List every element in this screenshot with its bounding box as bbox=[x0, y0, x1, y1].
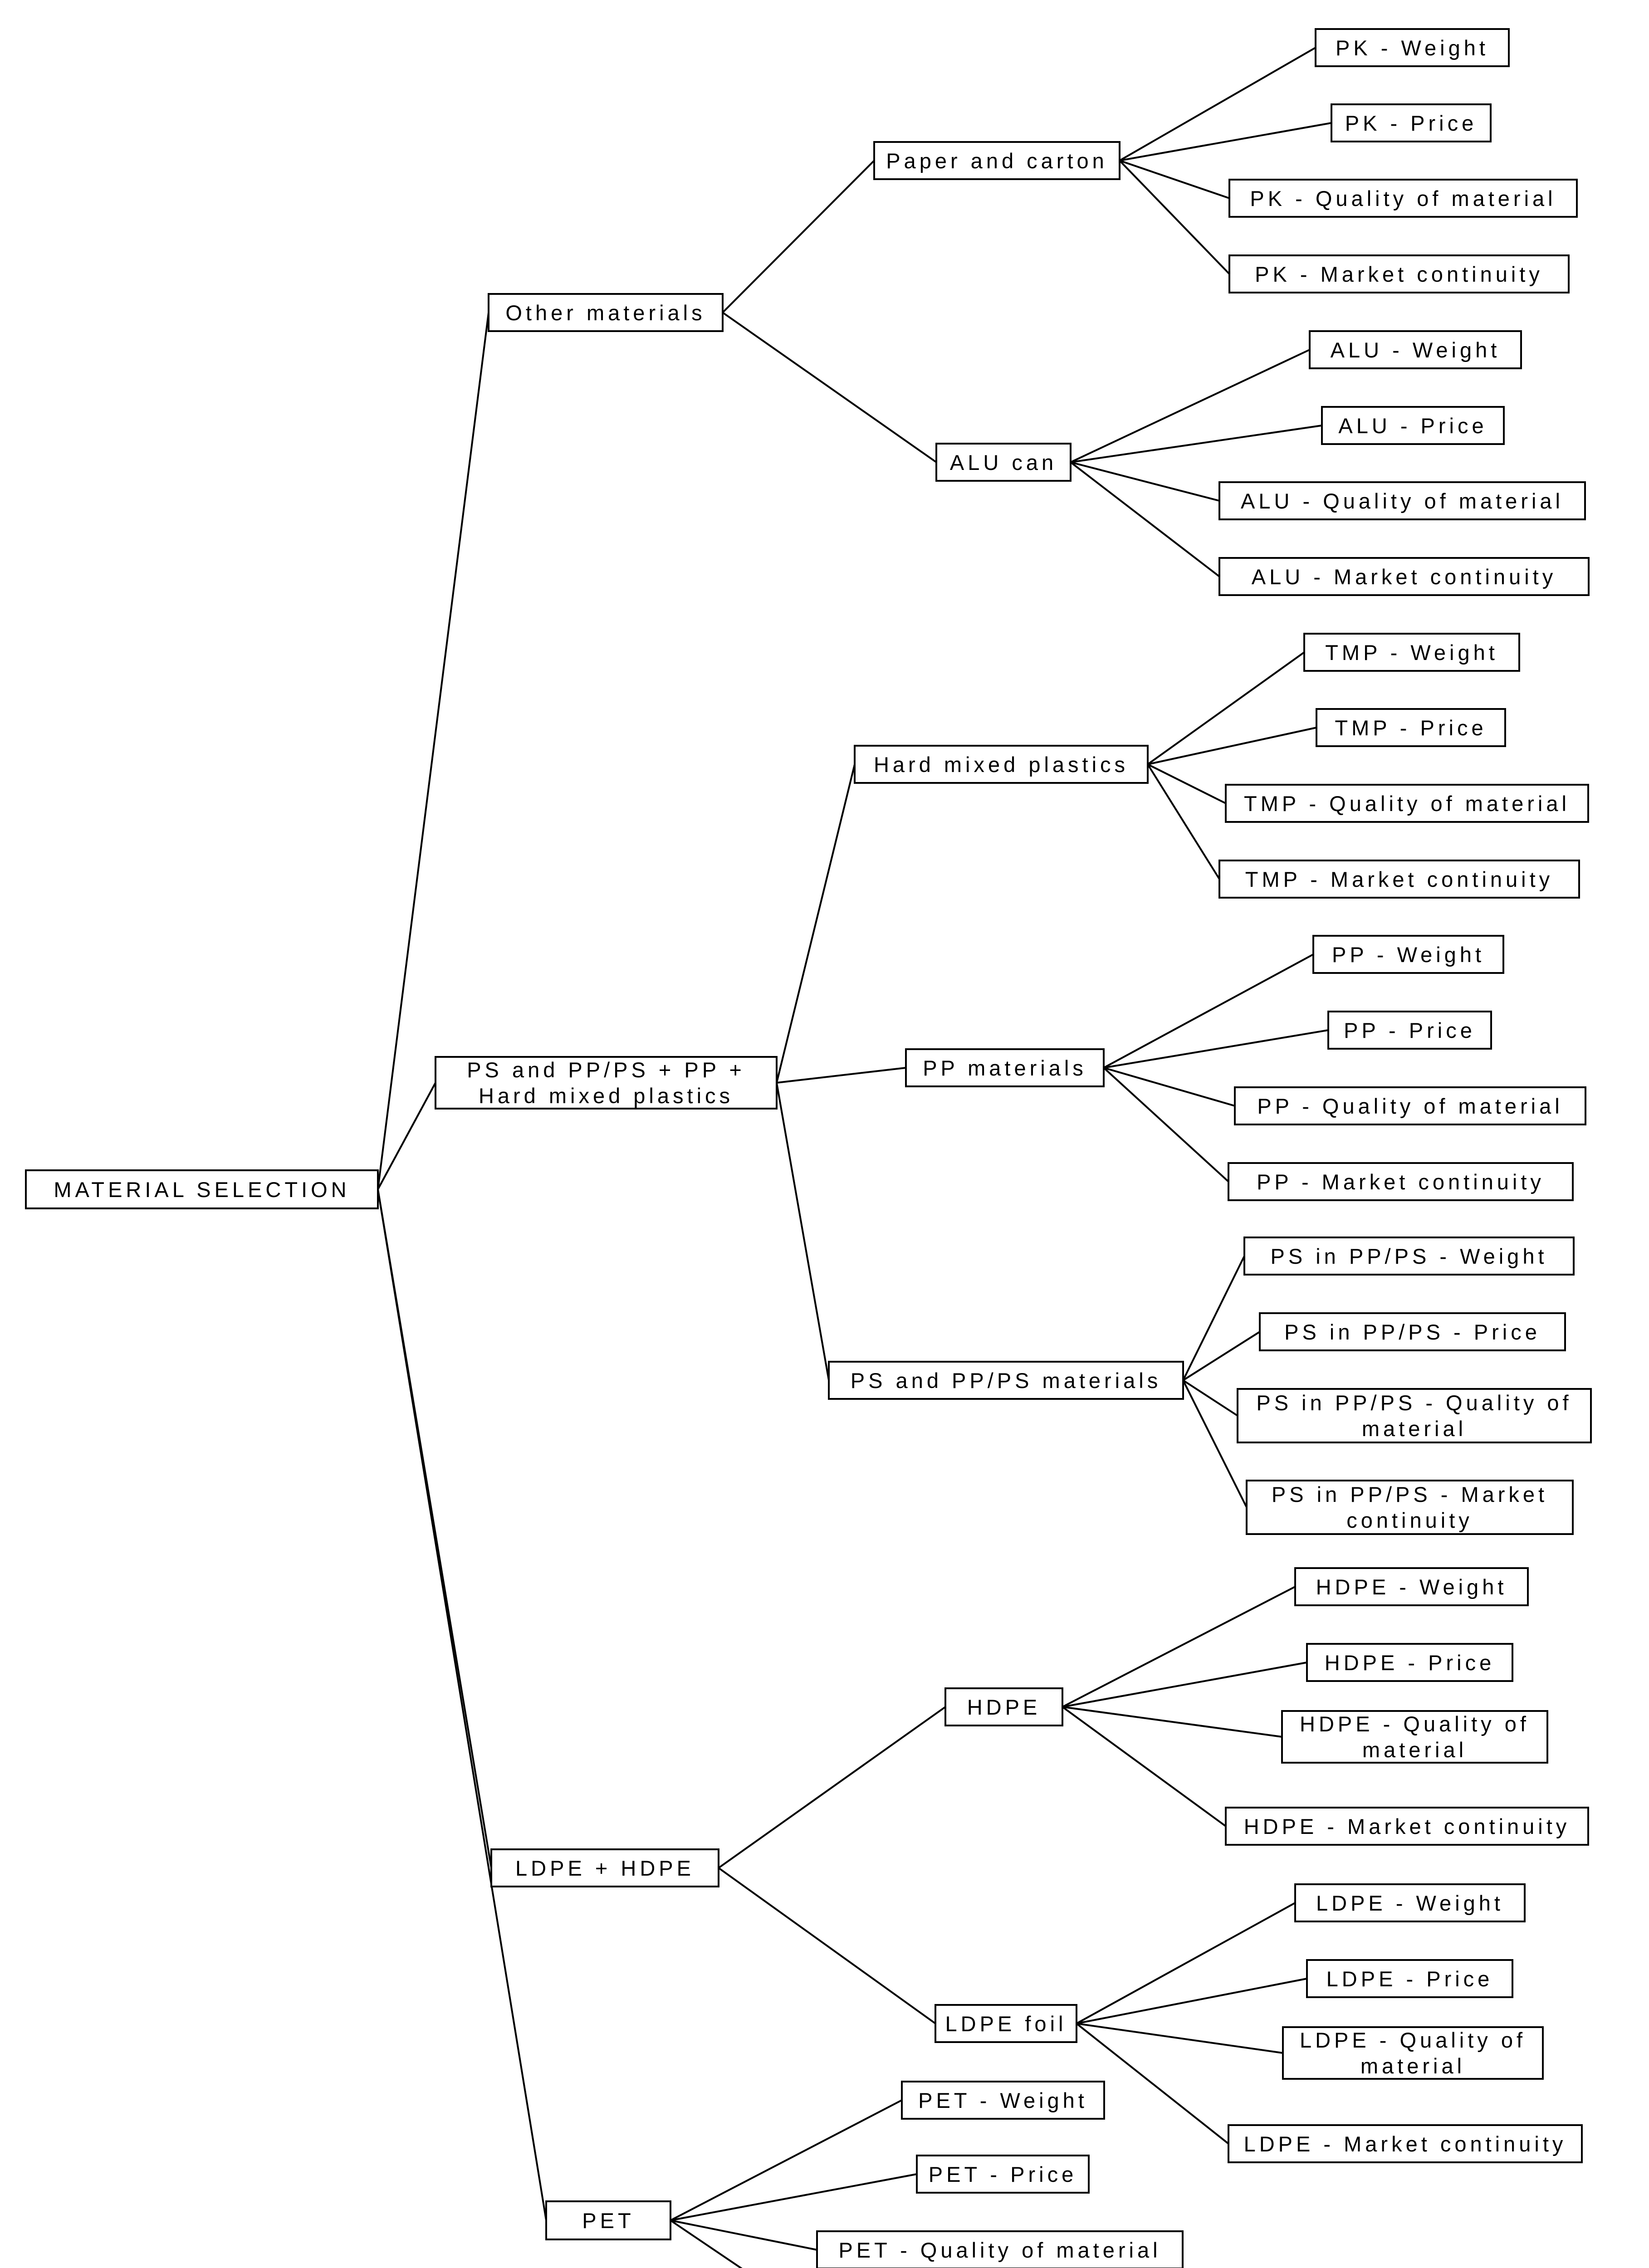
node-ps-in-ppps-market-continuity: PS in PP/PS - Market continuity bbox=[1246, 1480, 1574, 1535]
node-hdpe-price: HDPE - Price bbox=[1306, 1643, 1513, 1682]
node-pp-materials: PP materials bbox=[905, 1048, 1105, 1087]
node-ldpe-price: LDPE - Price bbox=[1306, 1959, 1513, 1998]
node-material-selection: MATERIAL SELECTION bbox=[25, 1169, 379, 1209]
node-ldpe-quality: LDPE - Quality of material bbox=[1282, 2026, 1544, 2080]
node-hdpe-weight: HDPE - Weight bbox=[1294, 1567, 1529, 1606]
node-alu-can: ALU can bbox=[935, 443, 1072, 482]
node-hdpe: HDPE bbox=[944, 1687, 1063, 1726]
node-ps-pp-hard-mixed-plastics: PS and PP/PS + PP + Hard mixed plastics bbox=[435, 1056, 778, 1110]
node-pet-quality: PET - Quality of material bbox=[816, 2230, 1184, 2268]
node-pet: PET bbox=[545, 2200, 671, 2240]
node-ldpe-weight: LDPE - Weight bbox=[1294, 1883, 1526, 1922]
node-ps-in-ppps-quality: PS in PP/PS - Quality of material bbox=[1237, 1388, 1592, 1443]
node-tmp-market-continuity: TMP - Market continuity bbox=[1218, 860, 1580, 899]
node-ps-and-ppps-materials: PS and PP/PS materials bbox=[828, 1361, 1184, 1400]
node-pet-price: PET - Price bbox=[916, 2155, 1090, 2194]
node-pk-market-continuity: PK - Market continuity bbox=[1228, 254, 1570, 293]
node-tmp-weight: TMP - Weight bbox=[1303, 633, 1520, 672]
node-ps-in-ppps-price: PS in PP/PS - Price bbox=[1259, 1312, 1566, 1351]
node-ldpe-foil: LDPE foil bbox=[935, 2004, 1077, 2043]
node-pp-weight: PP - Weight bbox=[1312, 935, 1504, 974]
node-paper-and-carton: Paper and carton bbox=[873, 141, 1121, 180]
node-alu-price: ALU - Price bbox=[1321, 406, 1505, 445]
node-pk-quality: PK - Quality of material bbox=[1228, 179, 1578, 218]
node-ldpe-market-continuity: LDPE - Market continuity bbox=[1228, 2124, 1583, 2163]
node-pk-price: PK - Price bbox=[1331, 103, 1492, 142]
node-hard-mixed-plastics: Hard mixed plastics bbox=[854, 745, 1149, 784]
node-ldpe-hdpe: LDPE + HDPE bbox=[490, 1848, 719, 1887]
node-hdpe-market-continuity: HDPE - Market continuity bbox=[1225, 1807, 1589, 1846]
node-alu-weight: ALU - Weight bbox=[1309, 330, 1522, 369]
node-alu-market-continuity: ALU - Market continuity bbox=[1218, 557, 1590, 596]
node-hdpe-quality: HDPE - Quality of material bbox=[1281, 1710, 1548, 1764]
node-pp-quality: PP - Quality of material bbox=[1234, 1086, 1586, 1125]
node-tmp-price: TMP - Price bbox=[1316, 708, 1506, 747]
node-alu-quality: ALU - Quality of material bbox=[1218, 481, 1586, 520]
node-tmp-quality: TMP - Quality of material bbox=[1225, 784, 1589, 823]
node-pet-weight: PET - Weight bbox=[901, 2081, 1105, 2120]
node-pk-weight: PK - Weight bbox=[1315, 28, 1510, 67]
node-other-materials: Other materials bbox=[488, 293, 724, 332]
node-pp-market-continuity: PP - Market continuity bbox=[1228, 1162, 1574, 1201]
node-pp-price: PP - Price bbox=[1327, 1011, 1492, 1050]
node-ps-in-ppps-weight: PS in PP/PS - Weight bbox=[1243, 1237, 1575, 1276]
